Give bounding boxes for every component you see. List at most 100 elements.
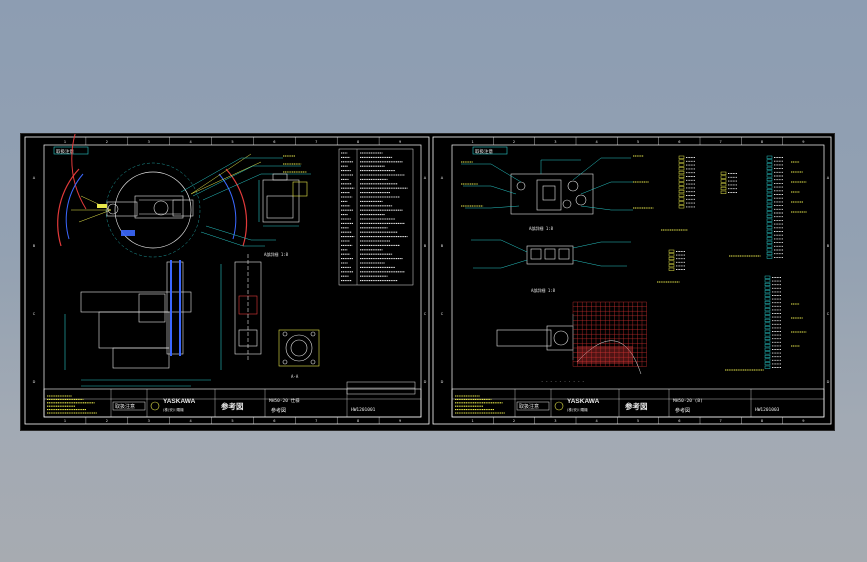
right-title-block: 取扱注意 YASKAWA (株)安川電機 参考図 MH50-20 (B) 参考図… [451, 388, 825, 418]
zone-number: 9 [399, 419, 401, 423]
pin-cell [720, 190, 727, 194]
right-tb-company: (株)安川電機 [567, 407, 588, 412]
zone-number: 1 [472, 140, 474, 144]
left-topview-dim-circle [105, 162, 201, 258]
pin-cell [678, 189, 685, 194]
pin-cell [678, 197, 685, 201]
pin-cell [766, 226, 773, 230]
zone-number: 6 [273, 140, 275, 144]
pin-cell [764, 322, 771, 326]
pin-cell [764, 326, 771, 330]
pin-cell [766, 192, 773, 196]
pin-cell [766, 218, 773, 222]
pin-cell [764, 275, 771, 279]
pin-cell [766, 185, 773, 189]
right-tag-text: 取扱注意 [475, 148, 493, 155]
left-tb-classification: 取扱注意 [115, 403, 135, 410]
left-tb-doc-title: 参考図 [221, 401, 244, 411]
pin-cell [668, 253, 675, 257]
zone-letter: C [827, 312, 830, 316]
left-robot-arm-topview [106, 195, 194, 219]
pin-cell [766, 189, 773, 193]
right-connector-panel [510, 173, 594, 215]
zone-number: 7 [315, 140, 317, 144]
pin-cell [720, 183, 727, 187]
pin-cell [766, 159, 773, 163]
pin-cell [764, 293, 771, 297]
pin-cell [766, 211, 773, 215]
right-connector-detail [526, 245, 574, 265]
pin-cell [766, 222, 773, 226]
pin-cell [764, 318, 771, 322]
left-tag-text: 取扱注意 [56, 148, 74, 155]
pin-cell [764, 290, 771, 294]
pin-cell [668, 264, 675, 268]
right-tb-model: MH50-20 (B) [673, 398, 703, 404]
pin-cell [764, 311, 771, 315]
pin-cell [678, 201, 685, 205]
left-outer-border [24, 136, 430, 425]
right-reach-grid [572, 301, 647, 375]
pin-cell [764, 300, 771, 304]
zone-number: 3 [554, 419, 556, 423]
left-topview-base-circle [114, 171, 192, 249]
left-tag-box [53, 146, 89, 155]
zone-number: 8 [357, 140, 359, 144]
zone-number: 5 [637, 140, 639, 144]
zone-number: 2 [106, 419, 108, 423]
pin-cell [764, 329, 771, 333]
left-callouts [180, 157, 311, 247]
pin-cell [668, 249, 675, 253]
pin-cell [766, 248, 773, 252]
pin-cell [764, 358, 771, 362]
pin-cell [764, 279, 771, 283]
left-title-block: 取扱注意 YASKAWA (株)安川電機 参考図 MH50-20 仕様 参考図 … [43, 388, 422, 418]
zone-number: 2 [513, 419, 515, 423]
pin-cell [678, 186, 685, 190]
zone-number: 7 [720, 140, 722, 144]
pin-cell [720, 186, 727, 191]
right-tb-drawing-no: HW1201003 [755, 407, 780, 413]
pin-cell [764, 336, 771, 340]
right-tb-doc-title-2: 参考図 [675, 407, 690, 414]
zone-letter: C [424, 312, 427, 316]
left-column-sideview [234, 254, 262, 362]
zone-number: 6 [678, 140, 680, 144]
left-tb-drawing-no: HW1201001 [351, 407, 376, 413]
zone-letter: D [424, 380, 427, 384]
zone-number: 4 [189, 419, 192, 423]
zone-number: 4 [596, 419, 599, 423]
zone-number: 4 [189, 140, 192, 144]
right-tag-box [472, 146, 508, 155]
pin-cell [668, 260, 675, 264]
pin-cell [764, 282, 771, 286]
pin-cell [720, 179, 727, 183]
zone-number: 7 [720, 419, 722, 423]
zone-number: 8 [761, 419, 763, 423]
zone-letter: A [33, 176, 36, 180]
pin-cell [678, 170, 685, 175]
right-panel-callouts [461, 157, 633, 211]
pin-cell [764, 333, 771, 337]
pin-cell [766, 233, 773, 237]
right-view-label-1: A部詳細 1:8 [529, 225, 554, 231]
zone-number: 2 [513, 140, 515, 144]
pin-cell [678, 205, 685, 209]
zone-number: 3 [554, 140, 556, 144]
pin-cell [766, 196, 773, 200]
right-detail-callouts [471, 239, 631, 269]
right-view-label-2: A部詳細 1:8 [531, 287, 556, 293]
pin-cell [766, 203, 773, 207]
left-yaskawa-logo-icon [150, 401, 160, 411]
pin-cell [766, 155, 773, 159]
pin-cell [720, 175, 727, 179]
pin-cell [764, 351, 771, 355]
left-callout-text [283, 155, 307, 173]
left-base-flange-view [278, 329, 320, 367]
left-blue-marker [121, 230, 135, 236]
left-tb-brand: YASKAWA [163, 398, 196, 405]
